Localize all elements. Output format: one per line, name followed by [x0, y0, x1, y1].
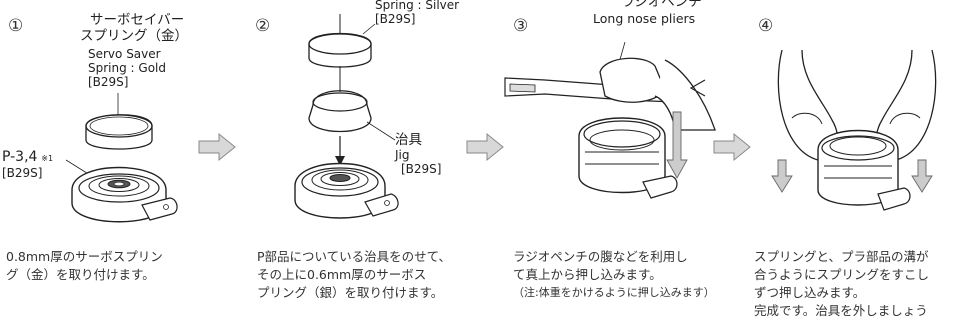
step-number: ②: [255, 16, 271, 36]
pliers-label: ラジオペンチ Long nose pliers: [593, 0, 702, 26]
step-description: 0.8mm厚のサーボスプリン グ（金）を取り付けます。: [6, 249, 163, 282]
jig-label: 治具 Jig [B29S]: [395, 132, 442, 176]
spring-label: Spring : Silver [B29S]: [375, 0, 460, 26]
step-1: ① サーボセイバー スプリング（金） Servo Saver Spring : …: [0, 0, 215, 327]
part-name-en: Servo Saver Spring : Gold [B29S]: [88, 47, 166, 89]
step-number: ④: [758, 16, 774, 36]
step-number: ①: [8, 16, 24, 36]
step-3: ③ ラジオペンチ Long nose pliers ラジオペンチの腹などを利用し…: [504, 0, 730, 327]
step-4: ④ スプリングと、プラ部品の溝が 合うようにスプリングをすこし ずつ押し込みます…: [752, 0, 956, 327]
arrow-icon: [465, 132, 505, 166]
step-number: ③: [513, 16, 529, 36]
arrow-icon: [197, 132, 237, 166]
step-description: P部品についている治具をのせて、 その上に0.6mm厚のサーボス プリング（銀）…: [257, 249, 452, 300]
part-name-jp: サーボセイバー スプリング（金）: [80, 12, 188, 44]
p-part-label: P-3,4 ※1 [B29S]: [2, 149, 54, 180]
step-description: ラジオペンチの腹などを利用し て真上から押し込みます。 （注:体重をかけるように…: [513, 249, 715, 299]
step-2: ② Spring : Silver [B29S] 治具 Jig [B29S] P…: [245, 0, 490, 327]
step-3-illustration: [504, 41, 716, 199]
step-2-illustration: [294, 14, 399, 219]
step-4-illustration: [771, 49, 937, 211]
step-1-illustration: [65, 93, 178, 223]
arrow-icon: [712, 132, 752, 166]
step-description: スプリングと、プラ部品の溝が 合うようにスプリングをすこし ずつ押し込みます。 …: [754, 249, 930, 318]
